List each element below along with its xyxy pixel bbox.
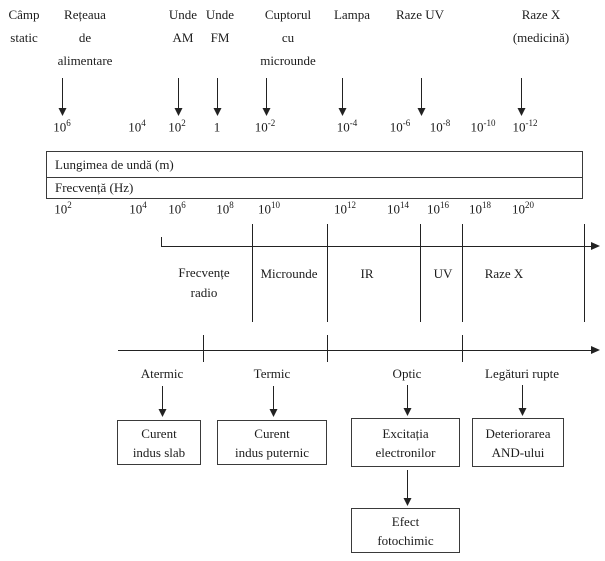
- frequency-value: 1018: [469, 200, 491, 217]
- wavelength-value: 104: [128, 118, 146, 135]
- wavelength-value: 10-10: [470, 118, 496, 135]
- source-label-lampa: Lampa: [333, 7, 371, 22]
- source-label-unde-am: Unde AM: [168, 7, 198, 45]
- frequency-value: 1020: [512, 200, 534, 217]
- source-down-arrow: [416, 78, 427, 116]
- effect-axis-tick: [327, 335, 328, 362]
- wavelength-value: 10-4: [336, 118, 358, 135]
- source-label-raze-uv: Raze UV: [395, 7, 445, 22]
- wavelength-scale-label: Lungimea de undă (m): [55, 156, 174, 172]
- source-label-raze-x: Raze X (medicină): [512, 7, 570, 45]
- frequency-value: 106: [168, 200, 186, 217]
- effect-label-legaturi-rupte: Legături rupte: [485, 366, 559, 381]
- effect-down-arrow: [157, 386, 168, 417]
- wavelength-value: 10-2: [254, 118, 276, 135]
- wavelength-value: 10-6: [389, 118, 411, 135]
- band-label-frecvente-radio: Frecvențe radio: [178, 265, 230, 300]
- frequency-scale-box: Frecvență (Hz): [46, 177, 583, 199]
- effect-down-arrow: [517, 385, 528, 416]
- effect-box-excitatia-electronilor: Excitația electronilor: [351, 418, 460, 467]
- spectrum-axis-start-tick: [161, 237, 162, 247]
- effect-axis-line: [118, 346, 600, 354]
- frequency-value: 1010: [258, 200, 280, 217]
- effect-label-atermic: Atermic: [140, 366, 184, 381]
- source-down-arrow: [57, 78, 68, 116]
- fotochimic-down-arrow: [402, 470, 413, 506]
- source-down-arrow: [173, 78, 184, 116]
- effect-label-optic: Optic: [392, 366, 422, 381]
- band-label-raze-x: Raze X: [484, 266, 524, 281]
- frequency-scale-label: Frecvență (Hz): [55, 180, 134, 195]
- wavelength-value: 1: [213, 119, 221, 135]
- frequency-value: 102: [54, 200, 72, 217]
- wavelength-scale-box: Lungimea de undă (m): [46, 151, 583, 178]
- band-label-microunde: Microunde: [260, 266, 318, 281]
- band-divider: [420, 224, 421, 322]
- effect-axis-tick: [462, 335, 463, 362]
- wavelength-value: 10-8: [429, 118, 451, 135]
- effect-axis-tick: [203, 335, 204, 362]
- wavelength-value: 102: [168, 118, 186, 135]
- band-divider: [462, 224, 463, 322]
- source-down-arrow: [516, 78, 527, 116]
- source-down-arrow: [212, 78, 223, 116]
- frequency-value: 108: [216, 200, 234, 217]
- source-label-reteaua-de-alimentare: Rețeaua de alimentare: [57, 7, 113, 68]
- spectrum-axis-line: [161, 242, 600, 250]
- effect-box-efect-fotochimic: Efect fotochimic: [351, 508, 460, 553]
- wavelength-value: 10-12: [512, 118, 538, 135]
- effect-box-curent-indus-slab: Curent indus slab: [117, 420, 201, 465]
- effect-label-termic: Termic: [253, 366, 291, 381]
- source-label-cuptorul-cu-microunde: Cuptorul cu microunde: [260, 7, 316, 68]
- source-down-arrow: [337, 78, 348, 116]
- band-divider: [252, 224, 253, 322]
- source-label-unde-fm: Unde FM: [205, 7, 235, 45]
- effect-box-curent-indus-puternic: Curent indus puternic: [217, 420, 327, 465]
- source-label-camp-static: Câmp static: [8, 7, 40, 45]
- wavelength-value: 106: [53, 118, 71, 135]
- effect-box-deteriorarea-and: Deteriorarea AND-ului: [472, 418, 564, 467]
- band-divider: [327, 224, 328, 322]
- band-label-ir: IR: [360, 266, 374, 281]
- effect-down-arrow: [402, 385, 413, 416]
- frequency-value: 104: [129, 200, 147, 217]
- frequency-value: 1012: [334, 200, 356, 217]
- effect-down-arrow: [268, 386, 279, 417]
- frequency-value: 1016: [427, 200, 449, 217]
- band-divider: [584, 224, 585, 322]
- source-down-arrow: [261, 78, 272, 116]
- frequency-value: 1014: [387, 200, 409, 217]
- band-label-uv: UV: [433, 266, 453, 281]
